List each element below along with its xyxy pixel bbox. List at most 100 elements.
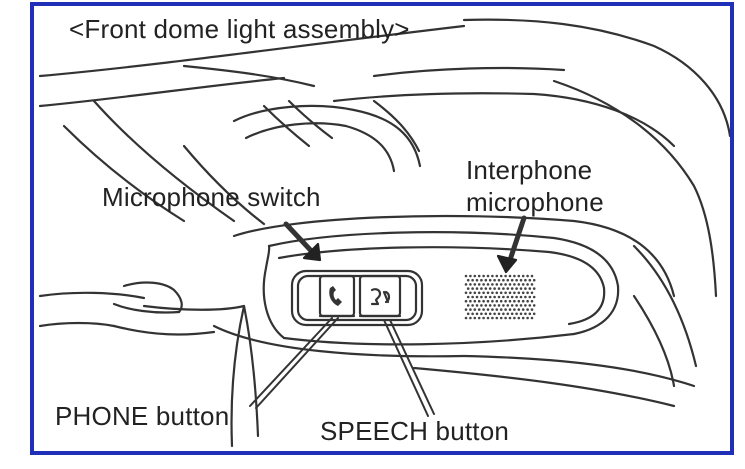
grille-hole [497,312,501,316]
grille-hole [497,304,501,307]
grille-hole [513,308,516,311]
grille-hole [495,316,499,320]
grille-hole [495,299,499,303]
arrow-down-icon [496,215,527,274]
grille-hole [484,304,488,307]
grille-hole [502,295,505,299]
grille-hole [517,291,521,295]
grille-hole [510,295,514,299]
grille-hole [486,316,490,320]
grille-hole [491,299,494,303]
grille-hole [524,287,527,290]
grille-hole [519,295,523,299]
grille-hole [497,278,501,282]
grille-hole [532,287,536,290]
grille-hole [488,304,492,307]
grille-hole [513,316,516,320]
grille-hole [499,308,503,311]
grille-hole [473,274,477,278]
grille-hole [502,312,505,316]
grille-hole [480,278,483,282]
grille-hole [488,312,492,316]
grille-hole [506,304,510,307]
speech-button-label: SPEECH button [320,416,510,446]
diagram-frame: <Front dome light assembly> Microphone s… [30,2,734,455]
microphone-switch-label: Microphone switch [102,182,321,212]
grille-hole [508,274,512,278]
grille-hole [526,283,529,286]
grille-hole [530,299,534,303]
grille-hole [515,295,518,299]
grille-hole [524,295,527,299]
grille-hole [480,312,483,316]
grille-hole [482,316,485,320]
grille-hole [524,312,527,316]
grille-hole [464,299,468,303]
grille-hole [532,295,536,299]
grille-hole [491,283,494,286]
grille-hole [473,299,477,303]
grille-hole [528,295,532,299]
grille-hole [482,291,485,295]
grille-hole [517,299,521,303]
grille-hole [521,283,525,286]
grille-hole [508,316,512,320]
grille-hole [469,308,472,311]
grille-hole [513,299,516,303]
grille-hole [528,287,532,290]
grille-hole [469,299,472,303]
grille-hole [515,312,518,316]
arrow-down-icon [283,221,322,262]
grille-hole [526,316,529,320]
grille-hole [475,295,479,299]
grille-hole [499,316,503,320]
grille-hole [486,308,490,311]
grille-hole [471,312,474,316]
grille-hole [495,291,499,295]
grille-hole [488,287,492,290]
interphone-microphone-label: Interphone microphone [466,154,604,218]
grille-hole [482,274,485,278]
grille-hole [491,274,494,278]
grille-hole [473,316,477,320]
grille-hole [471,304,474,307]
grille-hole [471,287,474,290]
grille-hole [471,278,474,282]
grille-hole [530,316,534,320]
grille-hole [510,312,514,316]
grille-hole [510,287,514,290]
grille-hole [506,312,510,316]
grille-hole [491,291,494,295]
grille-hole [528,278,532,282]
grille-hole [517,274,521,278]
grille-hole [519,304,523,307]
headliner-outline [38,18,730,388]
grille-hole [521,316,525,320]
grille-hole [488,295,492,299]
grille-hole [504,308,507,311]
grille-hole [486,299,490,303]
grille-hole [486,283,490,286]
grille-hole [528,312,532,316]
grille-hole [464,316,468,320]
grille-hole [477,283,481,286]
grille-hole [504,316,507,320]
phone-handset-icon [329,286,342,306]
dome-light-body [212,214,676,358]
trim-lines [412,354,696,408]
grille-hole [508,283,512,286]
grille-hole [469,291,472,295]
grille-hole [510,278,514,282]
grille-hole [521,274,525,278]
grille-hole [466,295,470,299]
grille-hole [530,274,534,278]
grille-hole [484,287,488,290]
interphone-microphone-label-line2: microphone [466,187,604,217]
grille-hole [526,299,529,303]
grille-hole [497,295,501,299]
grille-hole [493,312,496,316]
grille-hole [517,316,521,320]
leader-line-phone [249,317,339,409]
grille-hole [524,278,527,282]
grille-hole [502,287,505,290]
